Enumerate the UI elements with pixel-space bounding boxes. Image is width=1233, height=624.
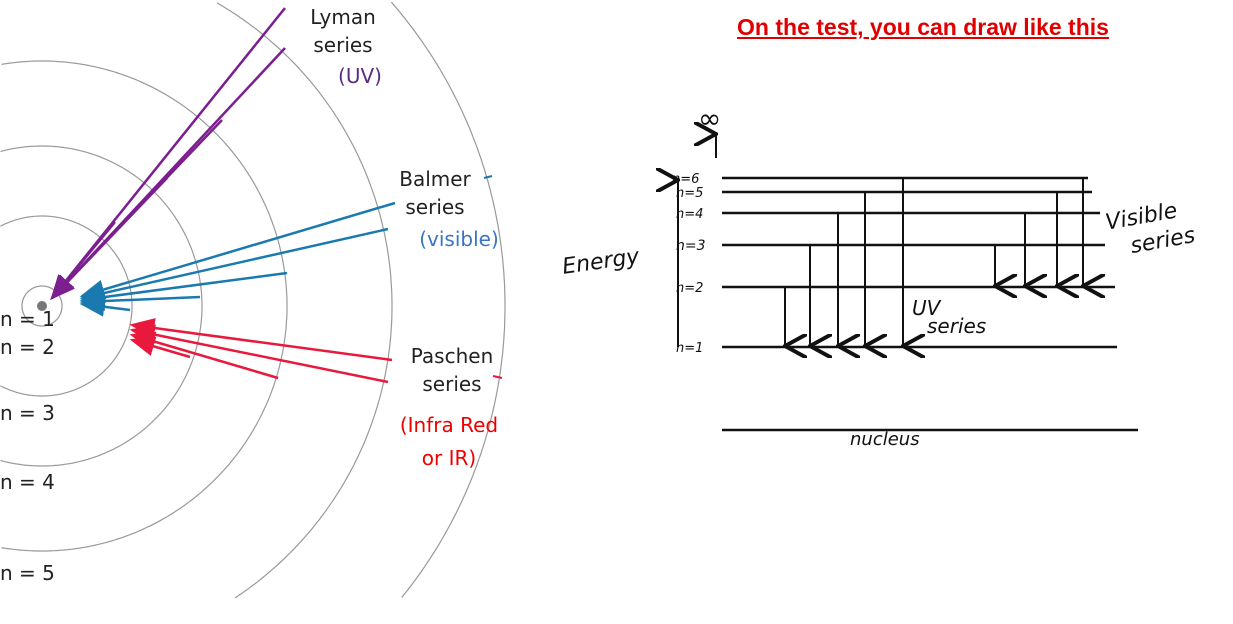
level-label-n3: n = 3 <box>0 401 55 425</box>
balmer-arrow <box>79 201 396 300</box>
lyman-label: Lyman <box>310 5 376 29</box>
orbit-arc <box>1 306 288 552</box>
balmer-arrow <box>79 296 131 317</box>
orbit-arc <box>0 145 203 306</box>
lyman-arrow <box>50 177 168 300</box>
level-label-n2: n = 2 <box>0 335 55 359</box>
paschen-region-label-1: (Infra Red <box>400 413 498 437</box>
transition-arrows <box>50 7 503 384</box>
energy-level-label-n5: n=5 <box>676 186 703 201</box>
balmer-tick <box>483 175 493 179</box>
level-label-n1: n = 1 <box>0 307 55 331</box>
paschen-arrow <box>129 336 191 359</box>
orbit-arc <box>0 215 133 306</box>
energy-level-label-n6: n=6 <box>672 172 699 187</box>
orbit-arc <box>1 60 288 306</box>
orbit-arc <box>234 306 393 599</box>
balmer-arrow <box>79 271 288 307</box>
paschen-series-label: series <box>422 372 481 396</box>
energy-level-label-n3: n=3 <box>676 238 706 254</box>
nucleus-label: nucleus <box>850 429 920 450</box>
paschen-arrow <box>129 318 393 362</box>
energy-level-label-n2: n=2 <box>676 281 703 296</box>
energy-level-label-n4: n=4 <box>676 207 703 222</box>
orbit-arc <box>390 1 506 306</box>
nucleus-dot <box>37 301 47 311</box>
bohr-orbits <box>0 1 506 599</box>
paschen-region-label-2: or IR) <box>422 446 476 470</box>
orbit-arc <box>0 306 133 397</box>
balmer-region-label: (visible) <box>419 227 499 251</box>
balmer-series-label: series <box>405 195 464 219</box>
energy-level-label-n1: n=1 <box>676 341 703 356</box>
infinity-label: ∞ <box>698 102 721 135</box>
lyman-region-label: (UV) <box>338 64 382 88</box>
lyman-series-label: series <box>313 33 372 57</box>
energy-axis-label: Energy <box>561 244 642 280</box>
uv-series-label: series <box>927 314 986 338</box>
uv-label: UV <box>912 296 942 320</box>
lyman-arrow <box>50 221 116 300</box>
orbit-arc <box>401 306 506 598</box>
balmer-label: Balmer <box>399 167 471 191</box>
level-label-n4: n = 4 <box>0 470 55 494</box>
page-title: On the test, you can draw like this <box>737 14 1109 40</box>
paschen-tick <box>492 375 503 379</box>
level-label-n5: n = 5 <box>0 561 55 585</box>
balmer-arrow <box>79 227 389 303</box>
paschen-label: Paschen <box>411 344 494 368</box>
orbit-arc <box>216 2 393 306</box>
energy-level-diagram <box>678 134 1138 432</box>
paschen-arrow <box>129 324 389 384</box>
